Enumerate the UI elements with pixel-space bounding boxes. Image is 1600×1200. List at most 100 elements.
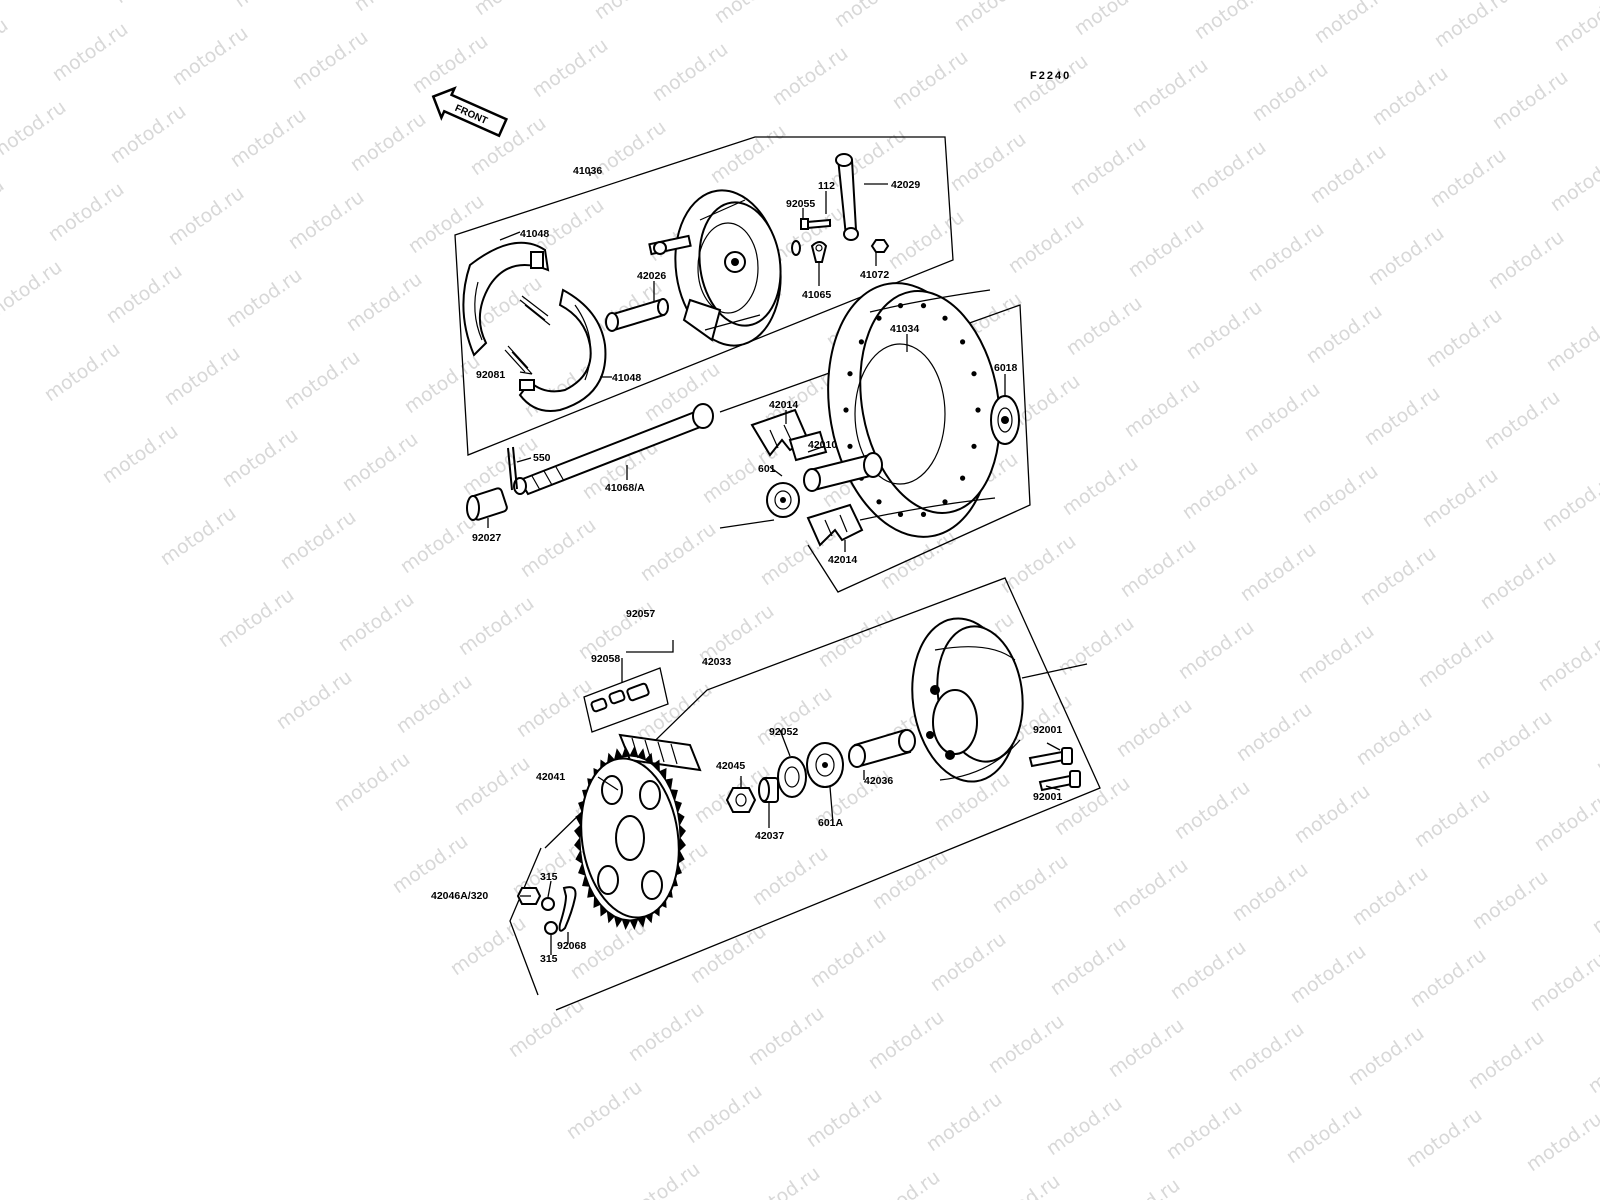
label-42046A-320: 42046A/320: [431, 890, 488, 902]
watermark-text: motod.ru: [1542, 308, 1600, 376]
watermark-text: motod.ru: [160, 342, 244, 410]
watermark-text: motod.ru: [1108, 854, 1192, 922]
axle-sleeve-42026-icon: [605, 298, 669, 332]
watermark-text: motod.ru: [984, 1010, 1068, 1078]
cotter-pin-550-icon: [507, 446, 518, 491]
watermark-text: motod.ru: [1468, 866, 1552, 934]
watermark-text: motod.ru: [342, 268, 426, 336]
watermark-text: motod.ru: [346, 108, 430, 176]
spoke-hole: [897, 511, 904, 517]
watermark-text: motod.ru: [814, 604, 898, 672]
watermark-text: motod.ru: [744, 1002, 828, 1070]
spoke-hole: [942, 315, 948, 321]
watermark-text: motod.ru: [106, 100, 190, 168]
watermark-text: motod.ru: [868, 846, 952, 914]
sprocket-tooth: [593, 894, 602, 908]
watermark-text: motod.ru: [1008, 50, 1092, 118]
sprocket-tooth: [658, 768, 667, 782]
watermark-text: motod.ru: [562, 1076, 646, 1144]
watermark-text: motod.ru: [1182, 296, 1266, 364]
sprocket-group-ext: [1021, 663, 1088, 679]
watermark-text: motod.ru: [0, 14, 12, 82]
label-601A: 601A: [818, 817, 844, 829]
watermark-text: motod.ru: [338, 428, 422, 496]
label-315-upper: 315: [540, 871, 558, 883]
watermark-text: motod.ru: [830, 0, 914, 32]
watermark-text: motod.ru: [1588, 870, 1600, 938]
brake-group-outline: [454, 136, 954, 456]
spoke-hole: [847, 443, 853, 449]
label-42037: 42037: [755, 830, 784, 842]
chain-link-92058-icon: [590, 682, 650, 713]
watermark-text: motod.ru: [350, 0, 434, 16]
watermark-text: motod.ru: [1294, 620, 1378, 688]
watermark-text: motod.ru: [1004, 210, 1088, 278]
watermark-text: motod.ru: [1414, 624, 1498, 692]
label-92068: 92068: [557, 940, 586, 952]
watermark-text: motod.ru: [396, 510, 480, 578]
sprocket-tooth: [621, 746, 631, 758]
watermark-text: motod.ru: [450, 752, 534, 820]
brake-lever-42029-icon: [835, 153, 859, 241]
watermark-text: motod.ru: [1488, 66, 1572, 134]
connecting-link-bracket: [621, 640, 674, 683]
watermark-text: motod.ru: [888, 46, 972, 114]
watermark-text: motod.ru: [988, 850, 1072, 918]
spoke-hole: [960, 475, 966, 481]
watermark-text: motod.ru: [0, 0, 74, 4]
watermark-text: motod.ru: [516, 514, 600, 582]
watermark-text: motod.ru: [1418, 464, 1502, 532]
watermark-text: motod.ru: [454, 592, 538, 660]
label-92081: 92081: [476, 369, 505, 381]
collar-92027-icon: [466, 487, 508, 521]
watermark-text: motod.ru: [682, 1080, 766, 1148]
spoke-hole: [858, 339, 865, 345]
sprocket-tooth: [606, 910, 616, 924]
watermark-text: motod.ru: [1352, 702, 1436, 770]
watermark-text: motod.ru: [1224, 1018, 1308, 1086]
watermark-text: motod.ru: [334, 588, 418, 656]
brake-spring-icon: [504, 295, 551, 375]
watermark-text: motod.ru: [102, 260, 186, 328]
watermark-text: motod.ru: [1472, 706, 1556, 774]
watermark-text: motod.ru: [504, 994, 588, 1062]
watermark-text: motod.ru: [48, 18, 132, 86]
label-41072: 41072: [860, 269, 889, 281]
watermark-text: motod.ru: [408, 30, 492, 98]
sprocket-tooth: [664, 778, 673, 792]
label-92055: 92055: [786, 198, 815, 210]
watermark-text: motod.ru: [388, 830, 472, 898]
watermark-text: motod.ru: [1100, 1174, 1184, 1200]
watermark-text: motod.ru: [164, 182, 248, 250]
watermark-text: motod.ru: [1360, 382, 1444, 450]
bearing-6018-icon: [990, 395, 1020, 445]
sprocket-tooth: [574, 836, 582, 853]
label-41068-A: 41068/A: [605, 482, 645, 494]
watermark-text: motod.ru: [1248, 58, 1332, 126]
watermark-text: motod.ru: [1104, 1014, 1188, 1082]
watermark-text: motod.ru: [860, 1166, 944, 1200]
sprocket-tooth: [651, 759, 660, 773]
watermark-text: motod.ru: [1286, 940, 1370, 1008]
lock-92068-icon: [558, 886, 577, 932]
label-92052: 92052: [769, 726, 798, 738]
label-112: 112: [818, 180, 835, 192]
watermark-text: motod.ru: [276, 506, 360, 574]
sprocket-tooth: [676, 811, 685, 827]
watermark-text: motod.ru: [1364, 222, 1448, 290]
watermark-text: motod.ru: [648, 38, 732, 106]
spoke-hole: [971, 371, 977, 377]
watermark-text: motod.ru: [624, 998, 708, 1066]
watermark-text: motod.ru: [226, 104, 310, 172]
watermark-text: motod.ru: [1402, 1104, 1486, 1172]
watermark-text: motod.ru: [1368, 62, 1452, 130]
watermark-text: motod.ru: [1062, 292, 1146, 360]
watermark-text: motod.ru: [1170, 776, 1254, 844]
indicator-41065-icon: [810, 241, 828, 263]
hub-spoke-holes: [843, 303, 981, 517]
watermark-text: motod.ru: [1430, 0, 1514, 52]
watermark-text: motod.ru: [1410, 784, 1494, 852]
brake-panel-icon: [674, 189, 782, 347]
sprocket-tooth: [575, 849, 584, 865]
watermark-text: motod.ru: [1298, 460, 1382, 528]
